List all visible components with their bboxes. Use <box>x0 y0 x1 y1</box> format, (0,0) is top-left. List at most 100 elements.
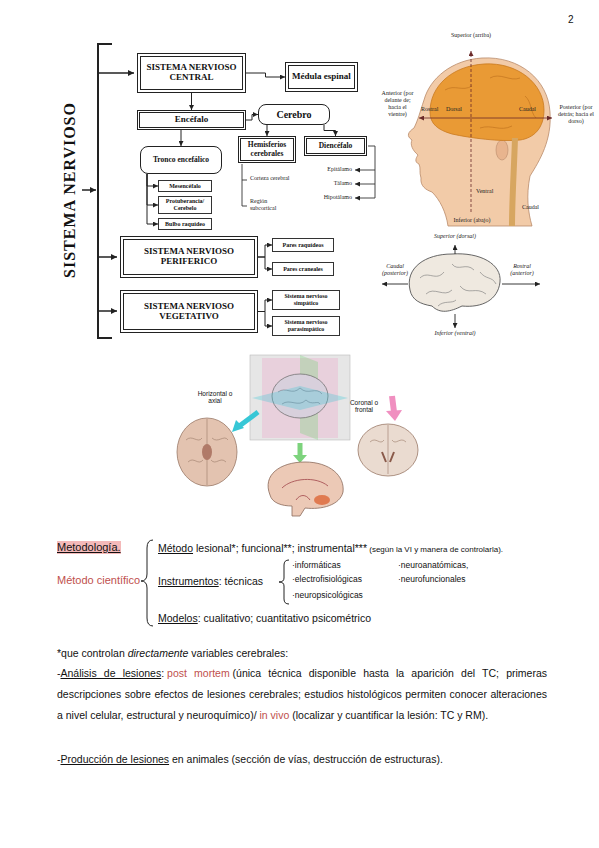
method-braces <box>279 560 289 604</box>
leader-lines <box>242 206 247 207</box>
brain-orientation <box>502 284 540 285</box>
text-paragraph: -Análisis de lesiones:post mortem(única … <box>57 663 547 726</box>
direction-label: Caudal (posterior) <box>377 263 413 277</box>
direction-label: Ventral <box>476 188 502 195</box>
direction-label: Dorsal <box>446 106 468 113</box>
text-paragraph: Métodolesional*; funcional**; instrument… <box>158 541 593 556</box>
system-bracket <box>98 256 117 258</box>
page-number: 2 <box>568 14 592 26</box>
brain-sections <box>358 424 418 476</box>
leader-lines <box>242 180 247 181</box>
body-text: *que controlan <box>57 647 125 659</box>
brain-sections <box>186 419 228 485</box>
box-text: SISTEMA NERVIOSO CENTRAL <box>144 63 239 83</box>
structure-box: Diencéfalo <box>304 136 367 156</box>
structure-box: Encéfalo <box>137 110 246 130</box>
list-item: ·neuroanatómicas, <box>398 561 468 571</box>
direction-label: Caudal <box>522 204 546 211</box>
system-bracket <box>82 189 96 191</box>
brain-sections <box>386 410 402 421</box>
body-text: en animales (sección de vías, destrucció… <box>172 753 443 765</box>
part-box: Sistema nervioso parasimpático <box>272 316 340 336</box>
vertical-title: SISTEMA NERVIOSO <box>60 80 80 300</box>
structure-box: Tronco encefálico <box>140 146 222 174</box>
box-text: Bulbo raquídeo <box>165 221 205 228</box>
brain-sections <box>268 462 343 516</box>
head-illustration <box>408 58 550 226</box>
body-text: Método <box>158 542 193 554</box>
part-box: Protuberancia/ Cerebelo <box>158 196 212 214</box>
brain-sections <box>232 420 244 432</box>
direction-label: Superior (dorsal) <box>425 233 485 240</box>
text-paragraph: -Producción de lesionesen animales (secc… <box>57 752 557 766</box>
plane-label: Horizontal o axial <box>192 390 238 405</box>
system-bracket <box>98 44 112 338</box>
leader-lines <box>355 184 375 185</box>
body-text: (según la VI y manera de controlarla). <box>369 545 503 554</box>
list-item: ·neurofuncionales <box>398 575 466 585</box>
direction-label: Caudal <box>519 106 543 113</box>
brain-sections <box>177 355 418 516</box>
list-item: ·informáticas <box>292 561 341 571</box>
text-paragraph: *que controlandirectamentevariables cere… <box>57 646 547 660</box>
box-text: Hemisferios cerebrales <box>244 141 290 158</box>
system-box: SISTEMA NERVIOSO PERIFERICO <box>120 236 258 278</box>
brain-orientation <box>409 254 500 311</box>
box-text: Pares craneales <box>283 266 323 273</box>
list-item: ·electrofisiológicas <box>292 575 362 585</box>
system-box: SISTEMA NERVIOSO VEGETATIVO <box>120 290 258 333</box>
box-text: Encéfalo <box>175 115 209 125</box>
system-bracket <box>98 310 117 312</box>
brain-orientation <box>382 284 408 285</box>
part-box: Sistema nervioso simpático <box>272 290 340 310</box>
head-illustration <box>430 64 544 141</box>
leader-lines <box>355 170 375 171</box>
plane-label: Coronal o frontal <box>346 399 382 414</box>
hierarchy-arrow <box>246 115 258 121</box>
part-label: Tálamo <box>310 180 352 187</box>
hierarchy-arrow <box>258 300 272 312</box>
brain-sections <box>250 355 350 440</box>
body-text: Análisis de lesiones <box>61 667 162 679</box>
body-text: (localizar y cuantificar la lesión: TC y… <box>292 709 488 721</box>
hierarchy-arrow <box>147 174 158 205</box>
box-text: SISTEMA NERVIOSO VEGETATIVO <box>127 302 251 322</box>
part-label: Corteza cerebral <box>250 175 296 182</box>
box-text: Tronco encefálico <box>153 156 209 164</box>
direction-label: Inferior (ventral) <box>425 330 485 337</box>
box-text: Protuberancia/ Cerebelo <box>161 198 209 211</box>
text-paragraph: Instrumentos: técnicas <box>158 574 280 588</box>
body-text: - <box>57 667 61 679</box>
part-box: Pares raquídeos <box>272 238 334 252</box>
leader-lines <box>242 164 243 206</box>
box-text: Sistema nervioso parasimpático <box>275 319 337 332</box>
direction-label: Superior (arriba) <box>449 32 493 39</box>
section-heading: Metodología. <box>57 541 121 554</box>
body-text: post mortem <box>167 667 230 679</box>
brain-orientation <box>455 314 456 328</box>
brain-sections <box>298 443 303 456</box>
brain-sections <box>238 412 258 427</box>
method-label: Método científico <box>57 574 140 587</box>
brain-orientation <box>382 245 540 328</box>
part-box: Pares craneales <box>272 262 334 276</box>
list-item: ·neuropsicológicas <box>292 591 363 601</box>
box-text: Sistema nervioso simpático <box>275 293 337 306</box>
text-paragraph: Modelos: cualitativo; cuantitativo psico… <box>158 611 578 625</box>
head-illustration <box>496 140 508 160</box>
brain-sections <box>370 425 406 474</box>
body-text: variables cerebrales: <box>191 647 288 659</box>
brain-orientation <box>455 245 456 254</box>
hierarchy-arrow <box>258 312 272 327</box>
hierarchy-arrow <box>258 245 272 257</box>
head-illustration <box>419 118 552 119</box>
hierarchy-arrow <box>246 73 285 77</box>
hierarchy-arrow <box>324 125 336 136</box>
box-text: SISTEMA NERVIOSO PERIFERICO <box>127 247 251 267</box>
body-text: - <box>57 753 61 765</box>
structure-box: Cerebro <box>258 104 330 125</box>
brain-sections <box>392 396 394 412</box>
head-illustration <box>445 76 536 128</box>
body-text: in vivo <box>260 709 290 721</box>
